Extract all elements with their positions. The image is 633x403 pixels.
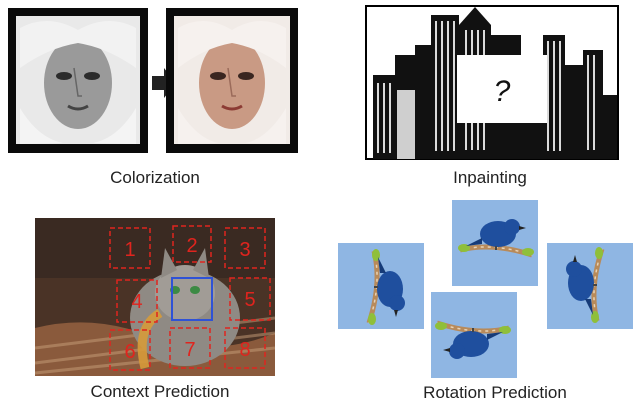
rotated-image-90: [338, 243, 424, 329]
inpainting-panel: ?: [365, 5, 619, 160]
context-patch-5: [229, 277, 271, 321]
context-patch-grid: [109, 225, 271, 371]
patch-label-6: 6: [124, 341, 135, 363]
inpainting-mask: [457, 55, 547, 123]
inpainting-caption: Inpainting: [453, 168, 527, 187]
context-patch-1: [109, 227, 151, 269]
patch-label-3: 3: [239, 239, 250, 261]
context-patch-8: [224, 327, 266, 369]
rotation-prediction-panel: [335, 200, 633, 380]
rotated-image-270: [547, 243, 633, 329]
context-patch-6: [109, 329, 151, 371]
rotated-image-180: [431, 292, 517, 378]
colorization-caption: Colorization: [110, 168, 200, 187]
context-prediction-panel: 1 2 3 4 5 6 7 8: [35, 218, 275, 376]
patch-label-8: 8: [239, 339, 250, 361]
patch-label-4: 4: [131, 291, 142, 313]
patch-label-7: 7: [184, 339, 195, 361]
rotation-prediction-caption: Rotation Prediction: [423, 383, 567, 402]
mask-question-mark: ?: [494, 75, 511, 108]
grayscale-face-image: [8, 8, 148, 153]
patch-label-1: 1: [124, 239, 135, 261]
patch-label-2: 2: [186, 235, 197, 257]
colorized-face-image: [166, 8, 298, 153]
context-prediction-caption: Context Prediction: [90, 382, 230, 401]
center-patch: [171, 277, 213, 321]
rotated-image-0: [452, 200, 538, 286]
context-patch-2: [172, 225, 212, 263]
context-patch-4: [116, 279, 158, 323]
colorization-panel: [8, 8, 298, 158]
context-patch-7: [169, 327, 211, 369]
patch-label-5: 5: [244, 289, 255, 311]
context-patch-3: [224, 227, 266, 269]
